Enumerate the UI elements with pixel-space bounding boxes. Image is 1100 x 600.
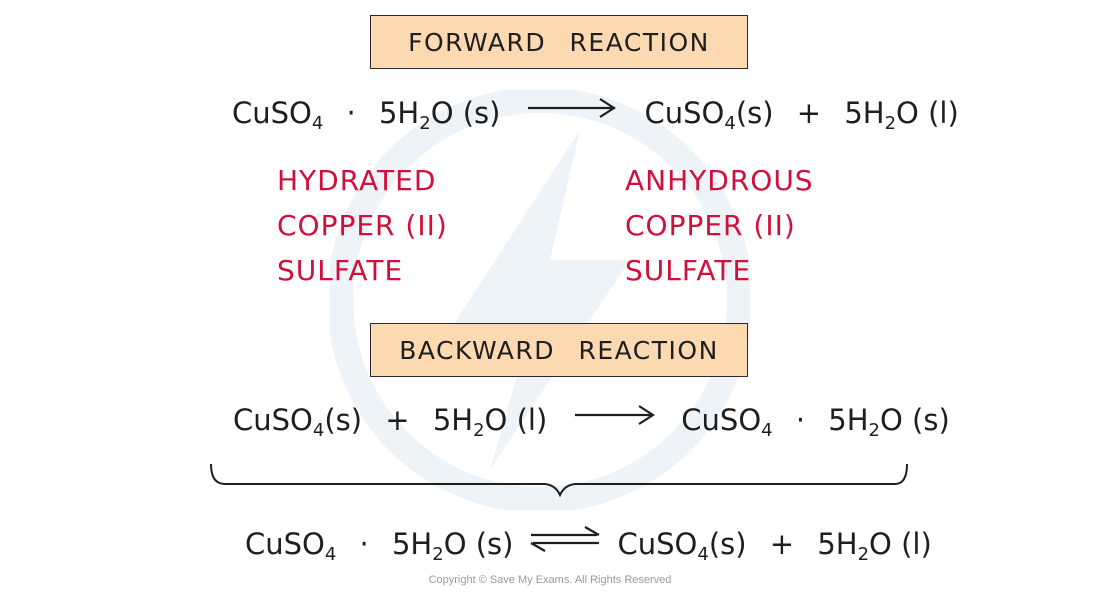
backward-reactant: CuSO4(s) + 5H2O (l)	[233, 403, 548, 441]
hydrated-name-line: SULFATE	[277, 254, 404, 287]
copyright-notice: Copyright © Save My Exams. All Rights Re…	[428, 574, 672, 586]
equilibrium-reactant: CuSO4 · 5H2O (s)	[245, 527, 514, 565]
equilibrium-equation: CuSO4 · 5H2O (s) CuSO4(s) + 5H2O (l)	[245, 524, 932, 565]
backward-reaction-heading: BACKWARD REACTION	[399, 335, 719, 365]
anhydrous-name-line: ANHYDROUS	[625, 164, 814, 197]
forward-product: CuSO4(s) + 5H2O (l)	[644, 96, 959, 134]
forward-reactant: CuSO4 · 5H2O (s)	[232, 96, 501, 134]
backward-equation: CuSO4(s) + 5H2O (l) CuSO4 · 5H2O (s)	[233, 400, 950, 441]
anhydrous-name-line: COPPER (II)	[625, 209, 796, 242]
curly-brace-icon	[210, 463, 908, 498]
hydrated-name-line: HYDRATED	[277, 164, 437, 197]
hydrated-name-line: COPPER (II)	[277, 209, 448, 242]
forward-reaction-label: FORWARD REACTION	[370, 15, 748, 69]
lightning-bolt-watermark-icon	[330, 90, 750, 510]
backward-reaction-label: BACKWARD REACTION	[370, 323, 748, 377]
hydrated-name: HYDRATED COPPER (II) SULFATE	[277, 158, 448, 293]
equilibrium-product: CuSO4(s) + 5H2O (l)	[617, 527, 932, 565]
anhydrous-name-line: SULFATE	[625, 254, 752, 287]
forward-equation: CuSO4 · 5H2O (s) CuSO4(s) + 5H2O (l)	[232, 93, 959, 134]
forward-arrow-icon	[528, 98, 617, 118]
forward-reaction-heading: FORWARD REACTION	[408, 27, 710, 57]
anhydrous-name: ANHYDROUS COPPER (II) SULFATE	[625, 158, 814, 293]
equilibrium-arrow-icon	[530, 526, 601, 552]
backward-arrow-icon	[575, 405, 656, 425]
backward-product: CuSO4 · 5H2O (s)	[681, 403, 950, 441]
